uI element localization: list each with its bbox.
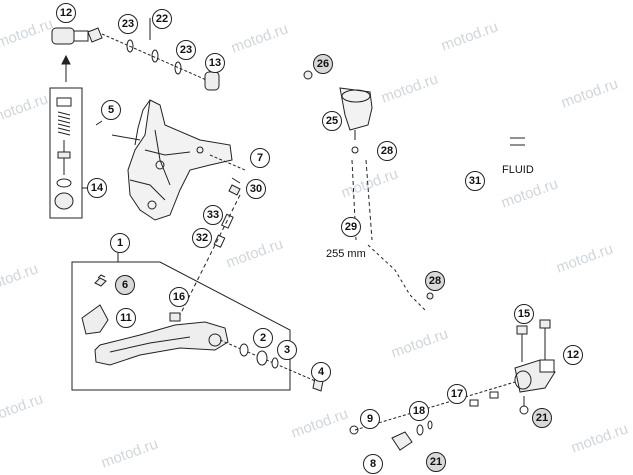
brake-cylinder-bottom: [514, 319, 556, 415]
callout-5: 5: [101, 100, 121, 120]
callout-15: 15: [514, 304, 534, 324]
callout-12: 12: [56, 3, 76, 23]
callout-21: 21: [426, 452, 446, 472]
brake-pedal: [94, 312, 229, 366]
callout-26: 26: [313, 54, 333, 74]
callout-25: 25: [322, 111, 342, 131]
callout-13: 13: [205, 53, 225, 73]
callout-28: 28: [425, 271, 445, 291]
callout-21: 21: [532, 408, 552, 428]
brake-cylinder-top: [51, 18, 221, 91]
callout-1: 1: [110, 233, 130, 253]
callout-31: 31: [465, 171, 485, 191]
callout-22: 22: [152, 9, 172, 29]
callout-17: 17: [447, 384, 467, 404]
callout-16: 16: [169, 287, 189, 307]
hose-length-label: 255 mm: [326, 248, 366, 260]
callout-14: 14: [87, 178, 107, 198]
callout-23: 23: [118, 14, 138, 34]
callout-8: 8: [363, 454, 383, 474]
callout-11: 11: [116, 308, 136, 328]
callout-30: 30: [246, 179, 266, 199]
callout-3: 3: [277, 340, 297, 360]
callout-18: 18: [409, 401, 429, 421]
callout-6: 6: [115, 275, 135, 295]
callout-29: 29: [341, 217, 361, 237]
callout-33: 33: [203, 205, 223, 225]
callout-4: 4: [311, 362, 331, 382]
callout-9: 9: [360, 409, 380, 429]
fluid-label: FLUID: [502, 164, 534, 176]
callout-2: 2: [253, 328, 273, 348]
brake-fluid-reservoir: [303, 70, 373, 154]
frame-bracket: [95, 99, 233, 221]
pedal-group-frame: [71, 261, 291, 391]
callout-12: 12: [563, 345, 583, 365]
cylinder-internals: [54, 97, 90, 210]
callout-23: 23: [176, 40, 196, 60]
callout-32: 32: [192, 228, 212, 248]
pedal-spring: [81, 304, 109, 335]
callout-7: 7: [250, 148, 270, 168]
callout-28: 28: [377, 141, 397, 161]
